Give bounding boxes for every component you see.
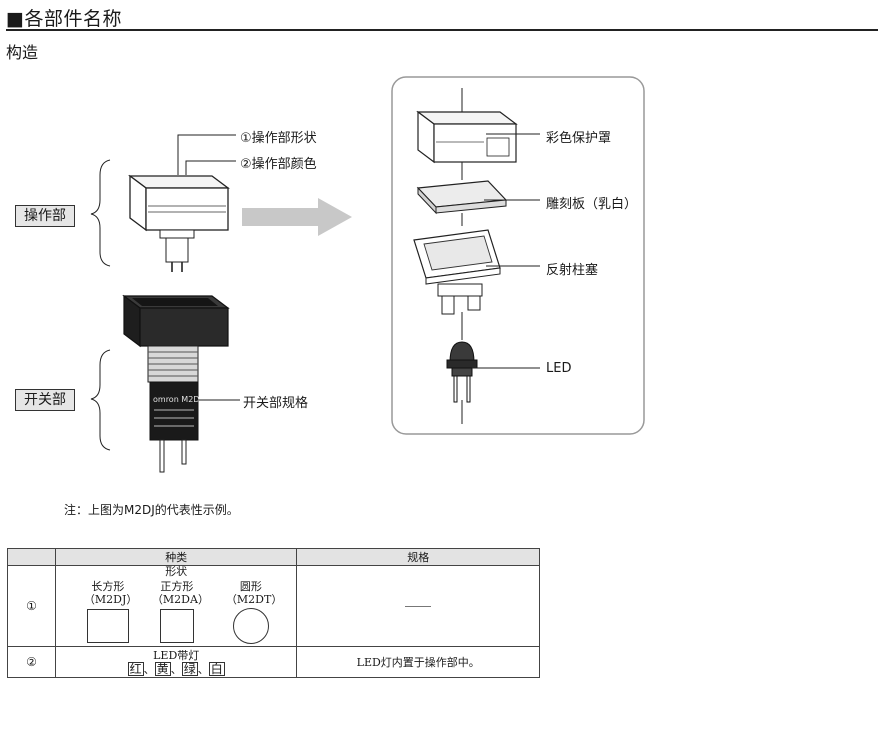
callout-reflector-plunger: 反射柱塞 bbox=[546, 263, 599, 278]
shape-name: 长方形 bbox=[91, 580, 125, 593]
table-header-row: 种类 规格 bbox=[7, 548, 540, 566]
color-cover-illustration bbox=[416, 110, 518, 164]
label-switch-part: 开关部 bbox=[15, 389, 75, 411]
table-header-spec: 规格 bbox=[296, 548, 540, 566]
operation-cap-illustration bbox=[128, 174, 230, 272]
svg-text:omron M2D: omron M2D bbox=[153, 395, 199, 404]
callout-led: LED bbox=[546, 361, 572, 376]
led-color-red: 红 bbox=[127, 661, 144, 676]
callout-switch-spec: 开关部规格 bbox=[243, 396, 309, 411]
shape-model: （M2DA） bbox=[151, 593, 209, 606]
led-spec-cell: LED灯内置于操作部中。 bbox=[296, 646, 540, 678]
table-header-type: 种类 bbox=[54, 548, 298, 566]
separator: 、 bbox=[170, 662, 182, 676]
callout-engraving-plate: 雕刻板（乳白） bbox=[546, 197, 638, 212]
led-color-yellow: 黄 bbox=[154, 661, 171, 676]
led-title: LED带灯 bbox=[153, 648, 200, 662]
structure-illustration: omron M2D bbox=[90, 76, 645, 473]
shape-spec-cell bbox=[296, 565, 540, 647]
callout-operation-color: ②操作部颜色 bbox=[240, 157, 317, 172]
figure-note: 注：上图为M2DJ的代表性示例。 bbox=[64, 503, 239, 517]
separator: 、 bbox=[197, 662, 209, 676]
square-shape-icon bbox=[159, 609, 194, 643]
table-header-blank bbox=[7, 548, 56, 566]
led-colors-cell: LED带灯 红、黄、绿、白 bbox=[54, 646, 298, 678]
spec-table: 种类 规格 ① 形状 长方形 （M2DJ） 正方形 （M2DA） 圆形 （M2D… bbox=[7, 548, 540, 678]
title-divider bbox=[6, 29, 878, 31]
callout-operation-shape: ①操作部形状 bbox=[240, 131, 317, 146]
switch-body-illustration: omron M2D bbox=[122, 294, 230, 473]
label-operation-part: 操作部 bbox=[15, 205, 75, 227]
section-subtitle: 构造 bbox=[6, 43, 39, 62]
reflector-plunger-illustration bbox=[413, 229, 501, 315]
circle-shape-icon bbox=[232, 608, 269, 644]
shape-model: （M2DT） bbox=[225, 593, 283, 606]
led-color-list: 红、黄、绿、白 bbox=[56, 661, 297, 676]
shape-name: 圆形 bbox=[239, 580, 262, 593]
row-number: ② bbox=[7, 646, 56, 678]
empty-dash bbox=[405, 606, 432, 607]
table-row: ② LED带灯 红、黄、绿、白 LED灯内置于操作部中。 bbox=[7, 646, 540, 678]
callout-color-cover: 彩色保护罩 bbox=[546, 131, 612, 146]
shape-option-square: 正方形 （M2DA） bbox=[151, 580, 209, 646]
shape-header: 形状 bbox=[165, 565, 188, 578]
led-color-green: 绿 bbox=[181, 661, 198, 676]
row-number: ① bbox=[7, 565, 56, 647]
shape-option-circle: 圆形 （M2DT） bbox=[225, 580, 283, 647]
led-illustration bbox=[446, 341, 478, 403]
shape-model: （M2DJ） bbox=[83, 593, 138, 606]
page-title: ■各部件名称 bbox=[6, 8, 122, 30]
rectangle-shape-icon bbox=[86, 609, 129, 643]
separator: 、 bbox=[143, 662, 155, 676]
table-row: ① 形状 长方形 （M2DJ） 正方形 （M2DA） 圆形 （M2DT） bbox=[7, 565, 540, 647]
shape-name: 正方形 bbox=[160, 580, 194, 593]
shape-options-cell: 形状 长方形 （M2DJ） 正方形 （M2DA） 圆形 （M2DT） bbox=[54, 565, 298, 647]
led-color-white: 白 bbox=[208, 661, 225, 676]
shape-option-rectangle: 长方形 （M2DJ） bbox=[83, 580, 138, 646]
